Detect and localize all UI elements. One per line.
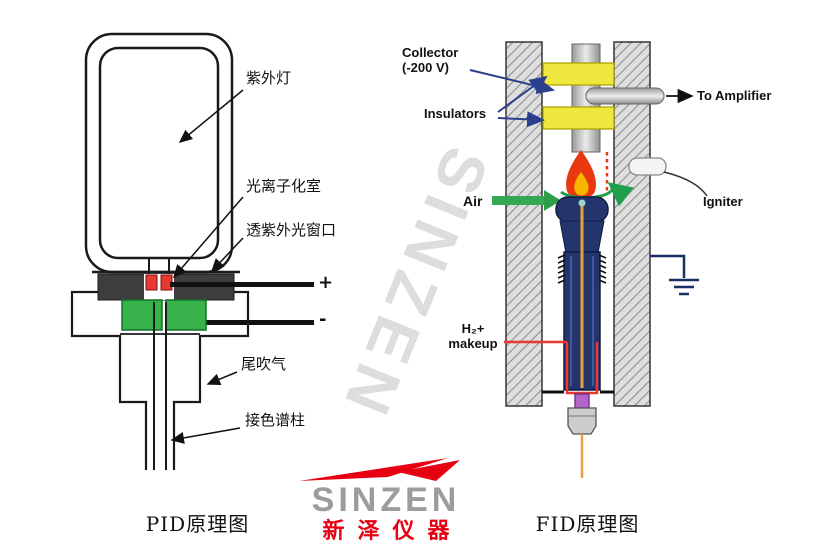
jet-springs bbox=[557, 254, 607, 284]
air-label: Air bbox=[463, 193, 483, 209]
igniter-lead bbox=[663, 171, 708, 197]
uv-lamp-inner-wall bbox=[98, 46, 220, 260]
bottom-ferrule bbox=[574, 393, 590, 409]
pid-diagram bbox=[70, 32, 314, 470]
column-label: 接色谱柱 bbox=[245, 411, 306, 429]
housing-right bbox=[172, 290, 250, 470]
leader-insulator-bottom bbox=[497, 111, 545, 128]
logo-name: SINZEN bbox=[311, 481, 461, 519]
collector-label-line1: Collector bbox=[402, 45, 459, 60]
ground-symbol bbox=[669, 278, 699, 296]
insulator-bottom bbox=[542, 106, 615, 130]
leader-makeup-gas bbox=[206, 371, 238, 385]
h2-label-line1: H₂+ bbox=[461, 321, 485, 336]
to-amplifier-label: To Amplifier bbox=[697, 88, 772, 103]
electrode-minus-label: - bbox=[319, 309, 327, 330]
air-arrow-head bbox=[544, 190, 561, 211]
fid-caption: FID原理图 bbox=[535, 512, 640, 536]
leader-ionization-chamber bbox=[173, 196, 244, 279]
fid-diagram bbox=[469, 41, 708, 478]
collector-label: Collector (-200 V) bbox=[402, 45, 459, 76]
insulator-top bbox=[542, 62, 615, 86]
leader-uv-lamp bbox=[178, 89, 244, 143]
h2-label-line2: makeup bbox=[448, 335, 498, 351]
h2-makeup-label: H₂+ makeup bbox=[441, 321, 505, 352]
green-seal-left bbox=[121, 299, 163, 331]
hex-nut bbox=[567, 407, 597, 435]
collector-voltage-label: (-200 V) bbox=[402, 59, 449, 75]
pid-caption: PID原理图 bbox=[145, 512, 250, 536]
electrode-lead-negative bbox=[206, 320, 314, 325]
leader-insulator-top bbox=[497, 75, 548, 113]
housing-left bbox=[70, 290, 148, 470]
uv-lamp-label: 紫外灯 bbox=[246, 69, 292, 87]
electrode-lead-positive bbox=[170, 282, 314, 287]
ground-lead bbox=[650, 254, 686, 278]
logo-cn-name: 新泽仪器 bbox=[322, 518, 463, 544]
leader-uv-window bbox=[210, 237, 244, 273]
leader-column bbox=[170, 427, 241, 444]
amplifier-rod bbox=[585, 87, 665, 105]
flame-inner bbox=[574, 172, 589, 196]
h2-makeup-path bbox=[565, 342, 599, 395]
ionization-chamber-label: 光离子化室 bbox=[246, 177, 322, 195]
air-arrow-shaft bbox=[492, 196, 544, 205]
uv-window-seal-left bbox=[145, 274, 158, 291]
igniter-label: Igniter bbox=[703, 194, 743, 209]
igniter-cylinder bbox=[628, 157, 667, 176]
hatched-wall-left bbox=[505, 41, 543, 407]
makeup-gas-label: 尾吹气 bbox=[241, 355, 287, 373]
jet-orifice bbox=[578, 199, 586, 207]
insulators-label: Insulators bbox=[424, 106, 487, 121]
green-seal-right bbox=[165, 299, 207, 331]
electrode-plus-label: + bbox=[318, 272, 334, 293]
uv-window-label: 透紫外光窗口 bbox=[246, 221, 337, 239]
logo-swoosh bbox=[299, 458, 460, 481]
